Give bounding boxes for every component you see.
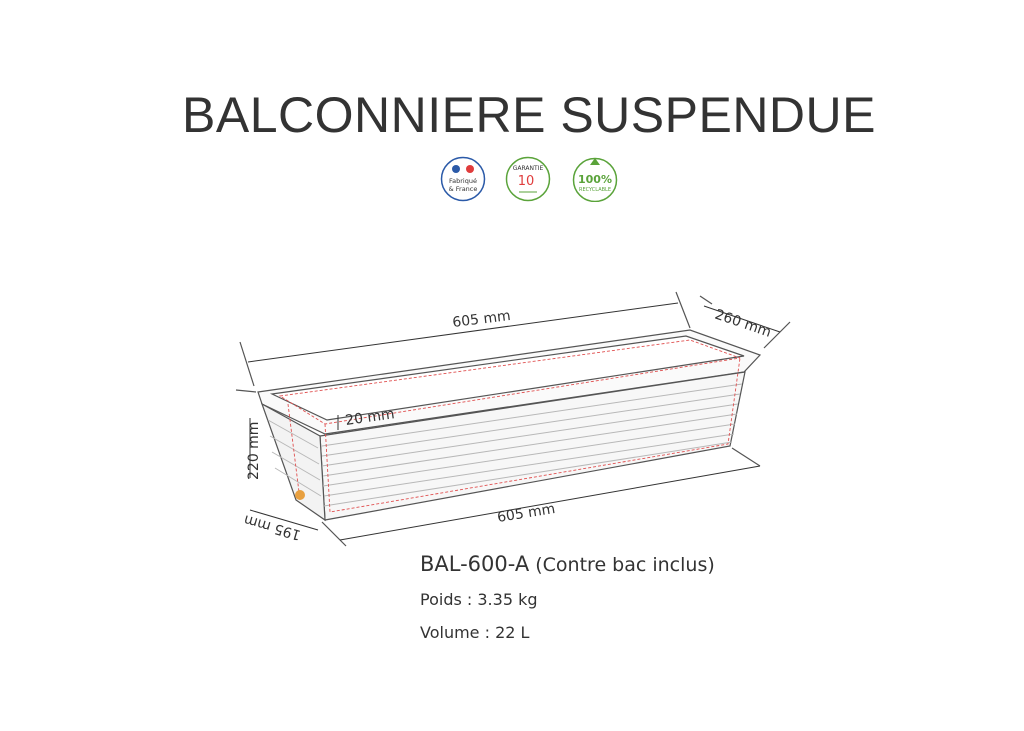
product-code: BAL-600-A <box>420 552 530 576</box>
france-flag-icon: Fabriqué & France <box>440 156 486 202</box>
product-weight: Poids : 3.35 kg <box>420 590 538 609</box>
france-badge-line1: Fabriqué <box>449 177 477 185</box>
product-note: (Contre bac inclus) <box>535 554 715 576</box>
drain-plug-icon <box>295 490 305 500</box>
recyclable-label: RECYCLABLE <box>579 187 611 193</box>
made-in-france-badge: Fabriqué & France <box>440 156 486 202</box>
inner-tray-outline <box>278 339 741 513</box>
dim-base-depth: 195 mm <box>242 511 303 542</box>
page-title: BALCONNIERE SUSPENDUE <box>182 87 876 143</box>
product-code-line: BAL-600-A(Contre bac inclus) <box>420 552 715 576</box>
product-volume: Volume : 22 L <box>420 623 530 642</box>
dim-rim: 20 mm <box>344 406 395 429</box>
guarantee-badge: GARANTIE 10 <box>505 156 551 202</box>
guarantee-icon: GARANTIE 10 <box>505 156 551 202</box>
guarantee-number: 10 <box>518 174 535 189</box>
planter-ribs <box>267 383 743 507</box>
dim-depth: 260 mm <box>713 307 773 341</box>
france-badge-line2: & France <box>449 185 478 193</box>
recyclable-percent: 100% <box>578 173 612 186</box>
dimension-lines <box>247 302 781 541</box>
badge-row: Fabriqué & France GARANTIE 10 100% RECYC… <box>440 156 620 208</box>
dim-length-bottom: 605 mm <box>496 501 556 526</box>
guarantee-label: GARANTIE <box>513 165 544 172</box>
dim-length-top: 605 mm <box>452 308 512 331</box>
recyclable-badge: 100% RECYCLABLE <box>572 156 618 203</box>
recycle-icon: 100% RECYCLABLE <box>572 157 618 203</box>
dim-height: 220 mm <box>246 422 262 480</box>
